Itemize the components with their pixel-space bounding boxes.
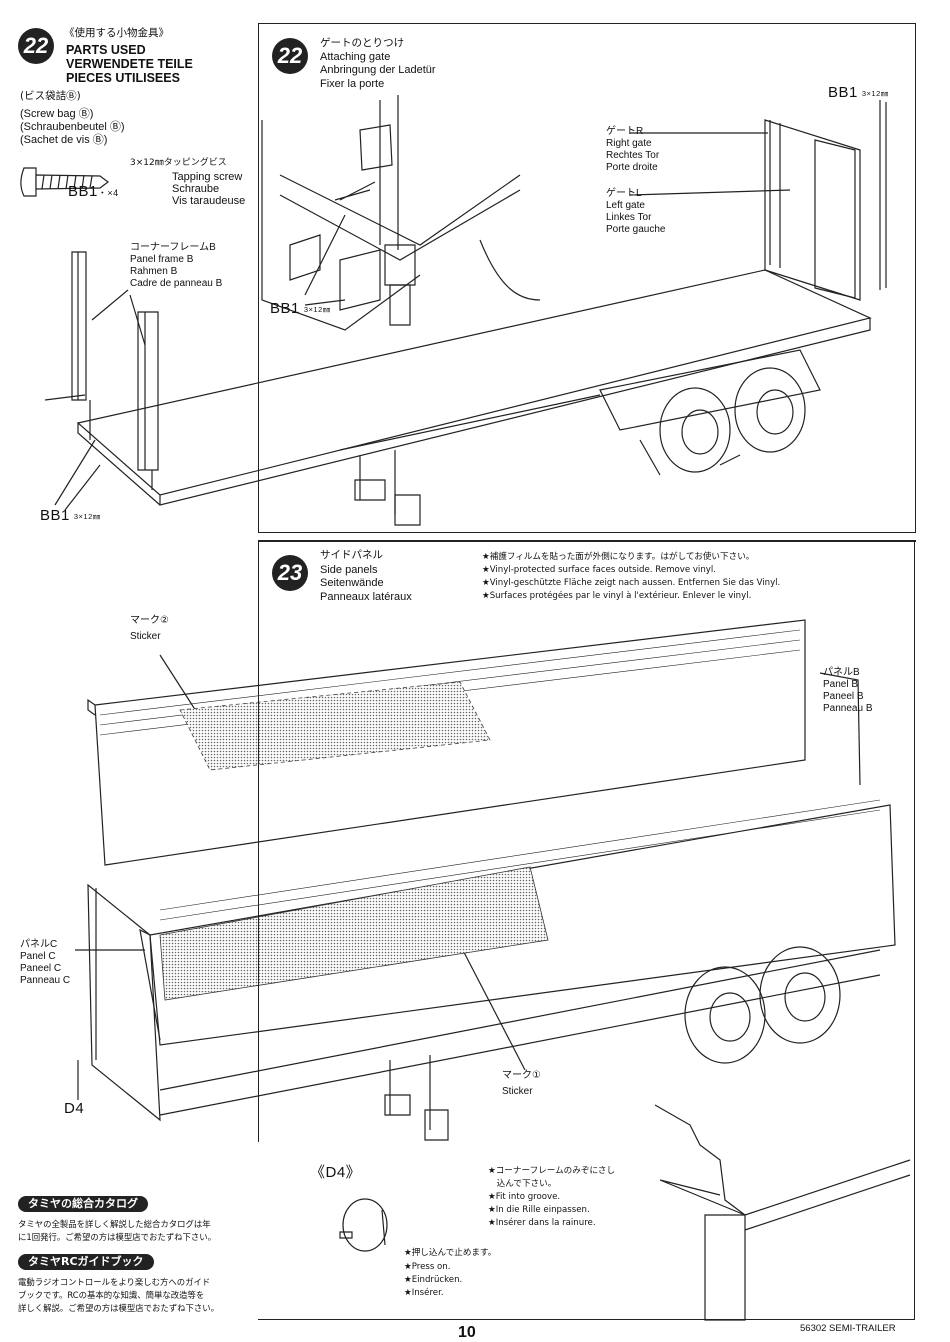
guide-badge: タミヤRCガイドブック — [18, 1254, 154, 1270]
step-23-title-en: Side panels — [320, 564, 378, 576]
step-23-title-fr: Panneaux latéraux — [320, 591, 412, 603]
groove-note-de: ★In die Rille einpassen. — [488, 1205, 590, 1215]
panel-c-jp: パネルC — [20, 939, 58, 950]
bb1-gate-code: BB1 — [828, 84, 858, 101]
step-23-left-edge — [258, 540, 259, 1142]
groove-note-jp-2: 込んで下さい。 — [488, 1179, 557, 1189]
guide-text-3: 詳しく解説。ご希望の方は模型店でおたずね下さい。 — [18, 1303, 219, 1313]
parts-used-title-fr: PIECES UTILISEES — [66, 71, 180, 85]
press-note-de: ★Eindrücken. — [404, 1275, 463, 1285]
gate-r-en: Right gate — [606, 138, 652, 149]
groove-note-fr: ★Insérer dans la rainure. — [488, 1218, 596, 1228]
screw-name-fr: Vis taraudeuse — [172, 195, 246, 207]
groove-note-jp-1: ★コーナーフレームのみぞにさし — [488, 1166, 616, 1176]
guide-text-1: 電動ラジオコントロールをより楽しむ方へのガイド — [18, 1277, 211, 1287]
vinyl-note-fr: ★Surfaces protégées par le vinyl à l'ext… — [482, 591, 752, 601]
bb1-gate-size: 3×12㎜ — [861, 88, 889, 98]
bb1-inset-code: BB1 — [270, 300, 300, 317]
gate-l-jp: ゲートL — [606, 188, 642, 199]
sticker-1-jp: マーク① — [502, 1070, 541, 1081]
gate-r-fr: Porte droite — [606, 162, 658, 173]
sticker-2-jp: マーク② — [130, 615, 169, 626]
gate-l-en: Left gate — [606, 200, 645, 211]
screw-bag-jp: (ビス袋詰Ⓑ) — [20, 90, 81, 102]
parts-used-title-en: PARTS USED — [66, 43, 146, 57]
panel-b-jp: パネルB — [823, 667, 860, 678]
panel-b-de: Paneel B — [823, 691, 864, 702]
step-22-badge: 22 — [272, 38, 308, 74]
parts-used-jp-title: 《使用する小物金具》 — [64, 27, 169, 39]
frame-b-jp: コーナーフレームB — [130, 242, 216, 253]
bb1-part-code: BB1 — [68, 183, 98, 200]
step-23-badge: 23 — [272, 555, 308, 591]
press-note-en: ★Press on. — [404, 1262, 451, 1272]
gate-l-fr: Porte gauche — [606, 224, 666, 235]
step-22-title-en: Attaching gate — [320, 51, 391, 63]
bb1-part-label: BB1・×4 — [68, 183, 119, 200]
panel-c-fr: Panneau C — [20, 975, 71, 986]
vinyl-note-en: ★Vinyl-protected surface faces outside. … — [482, 565, 716, 575]
bb1-frame-code: BB1 — [40, 507, 70, 524]
step-23-title-de: Seitenwände — [320, 577, 384, 589]
guide-text-2: ブックです。RCの基本的な知識、簡単な改造等を — [18, 1290, 205, 1300]
catalog-badge: タミヤの総合カタログ — [18, 1196, 148, 1212]
screw-name-de: Schraube — [172, 183, 220, 195]
gate-r-jp: ゲートR — [606, 126, 644, 137]
press-note-jp: ★押し込んで止めます。 — [404, 1248, 497, 1258]
d4-detail-label: 《D4》 — [310, 1164, 362, 1181]
screw-bag-en: (Screw bag Ⓑ) — [20, 108, 94, 120]
step-23-frame — [258, 540, 915, 1320]
gate-r-de: Rechtes Tor — [606, 150, 660, 161]
press-note-fr: ★Insérer. — [404, 1288, 444, 1298]
screw-bag-de: (Schraubenbeutel Ⓑ) — [20, 121, 125, 133]
step-22-title-jp: ゲートのとりつけ — [320, 37, 405, 49]
panel-c-de: Paneel C — [20, 963, 62, 974]
bb1-part-qty: ・×4 — [97, 188, 119, 198]
catalog-text-2: に1回発行。ご希望の方は模型店でおたずね下さい。 — [18, 1232, 216, 1242]
product-code: 56302 SEMI-TRAILER — [800, 1323, 896, 1334]
frame-b-de: Rahmen B — [130, 266, 178, 277]
panel-c-en: Panel C — [20, 951, 56, 962]
bb1-frame-size: 3×12㎜ — [73, 511, 101, 521]
sticker-2-en: Sticker — [130, 631, 161, 642]
step-22-frame — [258, 23, 916, 533]
vinyl-note-de: ★Vinyl-geschützte Fläche zeigt nach auss… — [482, 578, 781, 588]
panel-b-en: Panel B — [823, 679, 859, 690]
screw-bag-fr: (Sachet de vis Ⓑ) — [20, 134, 108, 146]
catalog-text-1: タミヤの全製品を詳しく解説した総合カタログは年 — [18, 1219, 211, 1229]
step-22-title-fr: Fixer la porte — [320, 78, 385, 90]
step-23-title-jp: サイドパネル — [320, 549, 383, 561]
parts-step-badge: 22 — [18, 28, 54, 64]
frame-b-fr: Cadre de panneau B — [130, 278, 223, 289]
gate-l-de: Linkes Tor — [606, 212, 652, 223]
groove-note-en: ★Fit into groove. — [488, 1192, 561, 1202]
page-number: 10 — [458, 1324, 476, 1341]
parts-used-title-de: VERWENDETE TEILE — [66, 57, 193, 71]
panel-b-fr: Panneau B — [823, 703, 873, 714]
screw-name-en: Tapping screw — [172, 171, 243, 183]
step-22-title-de: Anbringung der Ladetür — [320, 64, 436, 76]
bb1-inset-size: 3×12㎜ — [303, 304, 331, 314]
frame-b-en: Panel frame B — [130, 254, 194, 265]
d4-label: D4 — [64, 1100, 85, 1117]
vinyl-note-jp: ★補護フィルムを貼った面が外側になります。はがしてお使い下さい。 — [482, 552, 755, 562]
screw-size-jp: 3×12㎜タッピングビス — [130, 158, 227, 168]
sticker-1-en: Sticker — [502, 1086, 533, 1097]
